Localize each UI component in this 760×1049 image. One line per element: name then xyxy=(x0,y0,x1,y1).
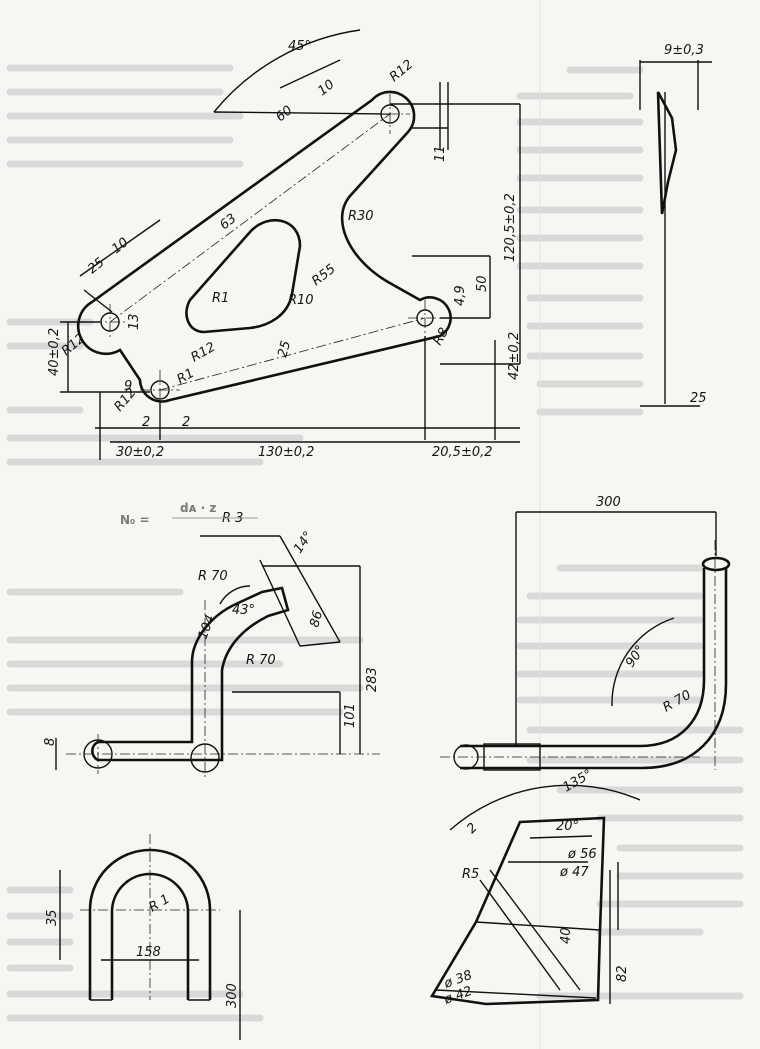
socket-outline xyxy=(429,816,606,1006)
dim-90deg: 90° xyxy=(623,643,649,670)
dim-4-9: 4,9 xyxy=(453,285,468,306)
dim-14deg: 14° xyxy=(291,529,317,556)
dim-130: 130±0,2 xyxy=(258,445,314,460)
bottom-hole xyxy=(150,380,170,400)
dim-2a: 2 xyxy=(142,415,150,430)
dim-283: 283 xyxy=(365,667,380,692)
dim-20-5: 20,5±0,2 xyxy=(432,445,493,460)
formula-numerator: dᴀ · z xyxy=(180,501,216,515)
dim-r5: R5 xyxy=(462,867,479,882)
lever-outline xyxy=(76,90,452,403)
dim-r10: R10 xyxy=(288,293,314,308)
dim-43deg: 43° xyxy=(232,603,255,618)
ghost-text-right xyxy=(516,66,744,1000)
u-bend-drawing: R 1 158 35 300 xyxy=(45,834,241,1040)
socket-drawing: 135° 20° ø 56 ø 47 R5 2 40 82 ø 38 ø 42 xyxy=(429,767,641,1008)
ghost-text-left xyxy=(6,64,364,1022)
dim-r12-left: R12 xyxy=(59,331,88,359)
dim-r1: R1 xyxy=(212,291,229,306)
dim-82: 82 xyxy=(615,965,630,982)
dim-9-0-3: 9±0,3 xyxy=(664,43,704,58)
dim-101: 101 xyxy=(343,703,358,728)
bent-outline xyxy=(91,586,290,762)
dim-63: 63 xyxy=(217,211,239,233)
pipe-inner xyxy=(460,568,728,770)
dim-120-5: 120,5±0,2 xyxy=(503,193,518,262)
formula-text: N₀ = xyxy=(120,513,150,527)
dim-60: 60 xyxy=(273,103,295,125)
dim-104: 104 xyxy=(196,613,219,641)
lever-cutout xyxy=(185,218,302,334)
dim-86: 86 xyxy=(307,609,326,629)
dim-25-bar: 25 xyxy=(690,391,707,406)
dim-40: 40±0,2 xyxy=(47,328,62,376)
lever-drawing: 45° 60 10 R12 11 63 R30 R55 R1 R10 120,5… xyxy=(47,29,522,460)
formula-fragment: N₀ = dᴀ · z xyxy=(120,501,258,527)
dim-r8: R8 xyxy=(430,326,452,348)
dim-9: 9 xyxy=(124,379,132,394)
dim-r12-top: R12 xyxy=(387,57,416,85)
dim-r70-upper: R 70 xyxy=(198,569,228,584)
dim-135deg: 135° xyxy=(561,767,596,796)
dim-r1-lower: R1 xyxy=(175,366,197,388)
dim-r1-u: R 1 xyxy=(147,892,173,916)
dim-40-socket: 40 xyxy=(559,927,574,944)
dim-8: 8 xyxy=(43,738,58,746)
bent-part-drawing: R 3 R 70 104 43° 14° 86 R 70 283 101 8 N… xyxy=(43,501,380,780)
dim-300-pipe: 300 xyxy=(596,495,621,510)
dim-r70-lower: R 70 xyxy=(246,653,276,668)
dim-d56: ø 56 xyxy=(567,847,597,862)
dim-25-mid: 25 xyxy=(275,339,294,359)
pipe-outer xyxy=(460,568,706,748)
dim-30: 30±0,2 xyxy=(116,445,164,460)
dim-d47: ø 47 xyxy=(559,865,589,880)
dim-10-top: 10 xyxy=(315,77,337,99)
dim-42: 42±0,2 xyxy=(507,332,522,380)
u-bend-outer xyxy=(88,848,212,1000)
bar-side-view: 9±0,3 25 xyxy=(639,43,712,407)
socket-arc xyxy=(449,784,641,831)
bar-profile xyxy=(656,91,678,215)
dim-50: 50 xyxy=(475,275,490,292)
dim-300-u: 300 xyxy=(225,983,240,1008)
dim-r55: R55 xyxy=(309,262,338,290)
dim-r12-mid: R12 xyxy=(189,340,219,366)
dim-2b: 2 xyxy=(182,415,190,430)
dim-11: 11 xyxy=(433,145,448,162)
angle-arc-45 xyxy=(213,29,361,113)
pipe-end xyxy=(701,556,731,572)
dim-158: 158 xyxy=(136,945,161,960)
dim-45deg: 45° xyxy=(288,39,311,54)
dim-2-socket: 2 xyxy=(464,820,480,836)
dim-35: 35 xyxy=(45,909,60,926)
pipe-drawing: 300 90° R 70 xyxy=(440,495,731,771)
dim-20deg: 20° xyxy=(556,819,579,834)
dim-r30: R30 xyxy=(348,209,374,224)
dim-13: 13 xyxy=(127,313,142,330)
dim-r70-pipe: R 70 xyxy=(661,688,694,716)
